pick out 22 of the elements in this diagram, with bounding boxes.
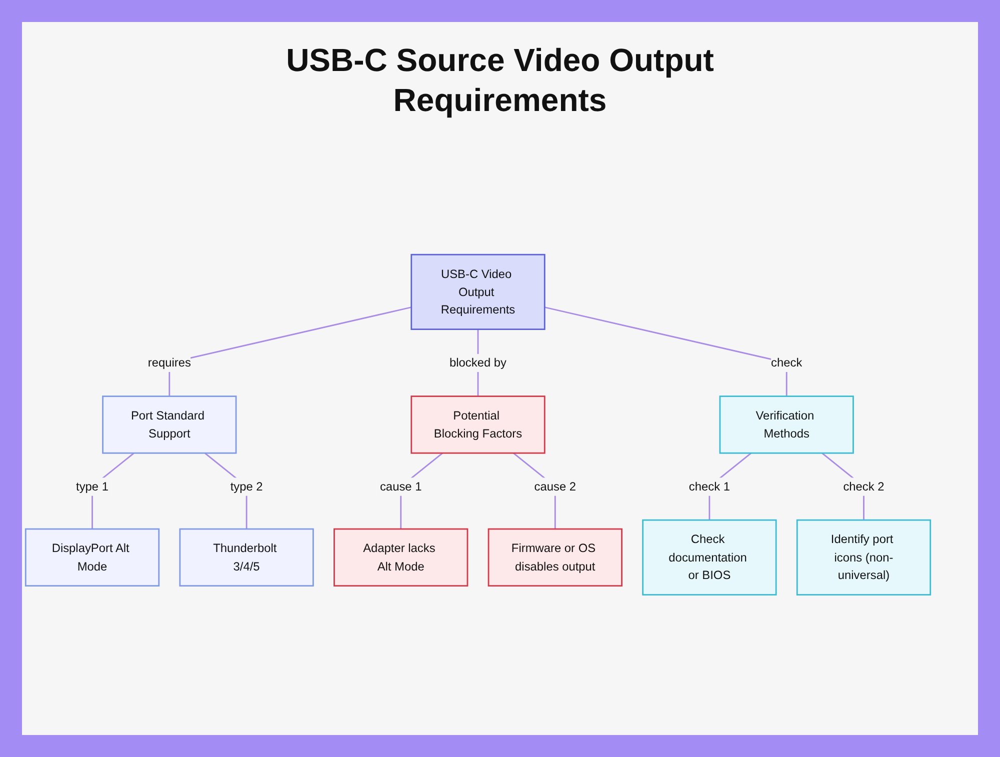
- node-box: Adapter lacks Alt Mode: [334, 528, 468, 587]
- edge-label: requires: [148, 356, 191, 370]
- node-box: Verification Methods: [719, 396, 854, 454]
- edge-label: check 2: [843, 480, 884, 494]
- connector: [544, 306, 788, 397]
- node-box: Thunderbolt 3/4/5: [179, 528, 314, 587]
- title: USB-C Source Video Output Requirements: [285, 41, 715, 120]
- edge-label: cause 2: [534, 480, 576, 494]
- node-box: DisplayPort Alt Mode: [24, 528, 160, 587]
- edge-label: blocked by: [449, 356, 507, 370]
- edge-label: type 2: [230, 480, 263, 494]
- node-box: Firmware or OS disables output: [488, 528, 622, 587]
- connector: [168, 306, 412, 397]
- node-box: USB-C Video Output Requirements: [410, 254, 546, 330]
- node-box: Identify port icons (non-universal): [796, 520, 932, 596]
- node-box: Potential Blocking Factors: [410, 396, 546, 454]
- node-box: Port Standard Support: [102, 396, 237, 454]
- edge-label: type 1: [76, 480, 108, 494]
- edge-label: check: [771, 356, 802, 370]
- edge-label: check 1: [688, 480, 730, 494]
- node-box: Check documentation or BIOS: [642, 520, 777, 596]
- edge-label: cause 1: [380, 480, 422, 494]
